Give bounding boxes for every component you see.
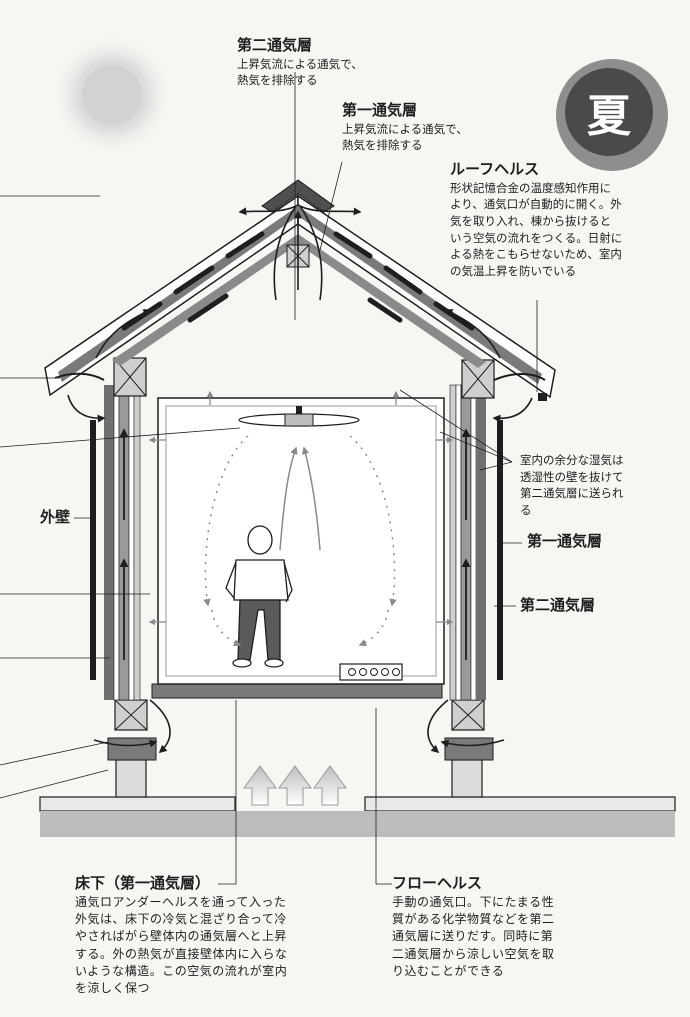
- underfloor-line: やさればがら壁体内の通気層へと上昇: [75, 929, 287, 944]
- humidity-callout: 室内の余分な湿気は 透湿性の壁を抜けて 第二通気層に送られ る: [520, 452, 624, 519]
- season-label: 夏: [587, 91, 631, 142]
- foundation-left: [107, 737, 157, 798]
- first-layer-side-label: 第一通気層: [527, 532, 603, 550]
- second-layer-top-title: 第二通気層: [237, 36, 313, 54]
- roof-hels-line: 形状記憶合金の温度感知作用に: [450, 180, 611, 195]
- season-badge: [556, 59, 668, 171]
- foundation-right: [444, 737, 494, 798]
- room: [157, 397, 445, 685]
- underfloor-callout: 床下（第一通気層） 通気ロアンダーヘルスを通って入った 外気は、床下の冷気と混ざ…: [75, 874, 288, 998]
- underfloor-line: する。外の熱気が直接壁体内に入らな: [75, 946, 288, 961]
- roof-hels-title: ルーフヘルス: [450, 160, 540, 178]
- second-layer-top-line: 熱気を排除する: [237, 73, 318, 88]
- humidity-line: 透湿性の壁を抜けて: [520, 469, 624, 484]
- floor-slab: [151, 683, 443, 699]
- floor-hels-line: り込むことができる: [392, 964, 505, 979]
- underfloor-line: 通気ロアンダーヘルスを通って入った: [75, 894, 287, 909]
- floor-hels-line: 通気層に送りだす。同時に第: [392, 929, 554, 944]
- wall-left: [90, 384, 141, 701]
- underfloor-airflow-arrows: [93, 699, 505, 754]
- first-layer-top-line: 上昇気流による通気で、: [342, 121, 468, 136]
- roof-hels-line: より、通気口が自動的に開く。外: [450, 197, 622, 212]
- roof-hels-line: よる熱をこもらせないため、室内: [450, 247, 622, 262]
- leader-lines: [0, 72, 538, 885]
- underfloor-title: 床下（第一通気層）: [75, 874, 211, 892]
- roof-layer-arrows: [121, 231, 475, 331]
- floor-vent-panel: [339, 663, 403, 681]
- person-icon: [225, 525, 293, 668]
- wall-cavity-up-arrows: [119, 428, 471, 660]
- ground: [39, 796, 676, 837]
- humidity-line: 第二通気層に送られ: [520, 486, 624, 501]
- roof-hels-line: いう空気の流れをつくる。日射に: [450, 230, 623, 245]
- roof-hels-callout: ルーフヘルス 形状記憶合金の温度感知作用に より、通気口が自動的に開く。外 気を…: [450, 160, 622, 280]
- floor-hels-title: フローヘルス: [392, 874, 483, 892]
- humidity-line: る: [520, 503, 532, 518]
- second-layer-top-line: 上昇気流による通気で、: [237, 56, 363, 71]
- humidity-line: 室内の余分な湿気は: [520, 453, 624, 467]
- second-layer-side-label: 第二通気層: [520, 596, 596, 614]
- floor-hels-callout: フローヘルス 手動の通気口。下にたまる性 質がある化学物質などを第二 通気層に送…: [392, 874, 555, 980]
- indoor-up-arrows: [279, 446, 321, 551]
- outer-wall-label: 外壁: [40, 508, 71, 526]
- wall-gap-arrows: [148, 390, 454, 626]
- first-layer-top-title: 第一通気層: [342, 101, 418, 119]
- ceiling-fan-icon: [238, 406, 360, 427]
- first-layer-top-line: 熱気を排除する: [342, 138, 423, 153]
- floor-hels-line: 二通気層から涼しい空気を取: [392, 946, 555, 961]
- indoor-air-circulation-arrows: [203, 435, 397, 647]
- eave-left: [54, 372, 106, 423]
- floor-hels-line: 質がある化学物質などを第二: [392, 911, 555, 926]
- second-layer-top-callout: 第二通気層 上昇気流による通気で、 熱気を排除する: [237, 36, 363, 89]
- roof-hels-line: 気を取り入れ、棟から抜けると: [450, 213, 612, 228]
- roof-hels-line: の気温上昇を防いでいる: [450, 263, 577, 278]
- underfloor-line: を涼しく保つ: [75, 981, 151, 996]
- underfloor-line: 外気は、床下の冷気と混ざり合って冷: [75, 911, 287, 926]
- sill-right: [451, 699, 485, 731]
- floor-hels-line: 手動の通気口。下にたまる性: [392, 894, 555, 909]
- wall-right: [449, 384, 503, 701]
- underfloor-line: いような構造。この空気の流れが室内: [75, 964, 288, 979]
- sun-icon: [50, 33, 174, 157]
- first-layer-top-callout: 第一通気層 上昇気流による通気で、 熱気を排除する: [342, 101, 468, 154]
- rising-air-arrows: [243, 765, 347, 806]
- sill-left: [114, 699, 148, 731]
- eave-right: [492, 373, 547, 423]
